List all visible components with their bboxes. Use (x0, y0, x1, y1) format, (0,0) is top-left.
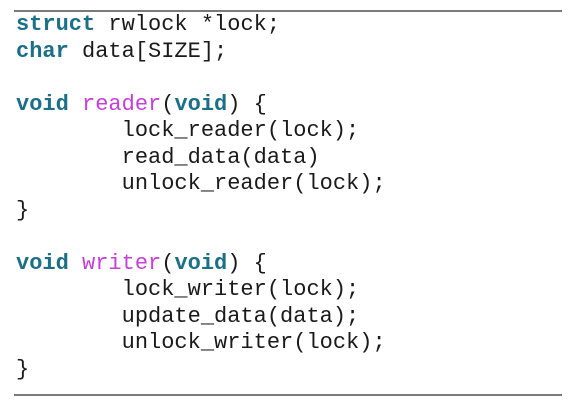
keyword-void: void (16, 91, 69, 117)
keyword-void: void (174, 250, 228, 276)
code-line: unlock_reader(lock); (16, 171, 386, 196)
code-line: lock_writer(lock); (16, 277, 360, 302)
keyword-void: void (16, 250, 69, 276)
code-line: read_data(data) (16, 144, 320, 170)
code-line-reader-signature: void reader(void) { (16, 92, 562, 119)
code-line: unlock_writer(lock); (16, 330, 386, 355)
code-line-2: char data[SIZE]; (16, 39, 562, 66)
code-text: ) { (227, 91, 267, 117)
bottom-rule (14, 394, 562, 396)
top-rule (14, 10, 562, 12)
function-name-reader: reader (68, 91, 162, 117)
code-text: ( (161, 91, 175, 117)
function-name-writer: writer (68, 250, 162, 276)
code-line-writer-signature: void writer(void) { (16, 251, 562, 278)
code-text: ( (161, 250, 175, 276)
keyword-void: void (174, 91, 228, 117)
code-line-1: struct rwlock *lock; (16, 12, 562, 39)
code-listing: struct rwlock *lock;char data[SIZE];void… (16, 12, 562, 383)
keyword-char: char (16, 38, 69, 64)
code-line-close-brace: } (16, 356, 30, 382)
keyword-struct: struct (16, 12, 96, 37)
code-line: lock_reader(lock); (16, 118, 360, 143)
code-line: update_data(data); (16, 303, 360, 329)
code-text: ) { (227, 250, 267, 276)
code-text: data[SIZE]; (68, 38, 228, 64)
code-line-close-brace: } (16, 197, 30, 223)
code-text: rwlock *lock; (95, 12, 281, 37)
code-line-blank (16, 224, 562, 251)
code-line-blank (16, 65, 562, 92)
